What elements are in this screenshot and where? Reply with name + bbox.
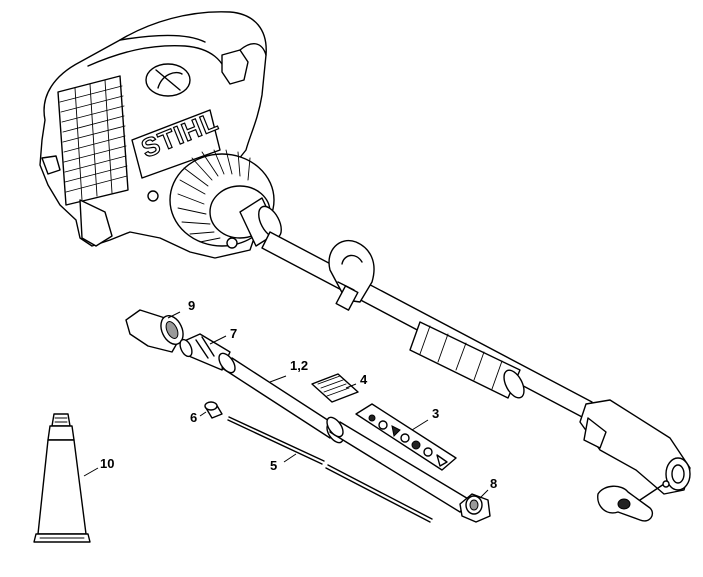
part-10-grease-tube xyxy=(33,413,91,543)
part-3-warning-sticker xyxy=(355,403,457,471)
part-6-bushing xyxy=(204,401,223,419)
label-part-1-2: 1,2 xyxy=(290,358,308,373)
part-4-label xyxy=(311,373,359,403)
part-5-drive-rod xyxy=(227,416,433,523)
label-part-10: 10 xyxy=(100,456,114,471)
drive-shaft-assembly xyxy=(239,197,691,522)
callouts: 9 7 1,2 4 3 6 5 8 10 xyxy=(83,298,497,499)
label-part-9: 9 xyxy=(188,298,195,313)
label-part-5: 5 xyxy=(270,458,277,473)
part-9-cap xyxy=(125,309,184,353)
engine-powerhead: STIHL xyxy=(39,11,275,259)
label-part-6: 6 xyxy=(190,410,197,425)
label-part-7: 7 xyxy=(230,326,237,341)
part-8-end-sleeve xyxy=(459,493,491,523)
label-part-8: 8 xyxy=(490,476,497,491)
label-part-3: 3 xyxy=(432,406,439,421)
part-7-sleeve xyxy=(179,333,231,371)
cylinder-fins xyxy=(57,75,129,206)
label-part-4: 4 xyxy=(360,372,368,387)
